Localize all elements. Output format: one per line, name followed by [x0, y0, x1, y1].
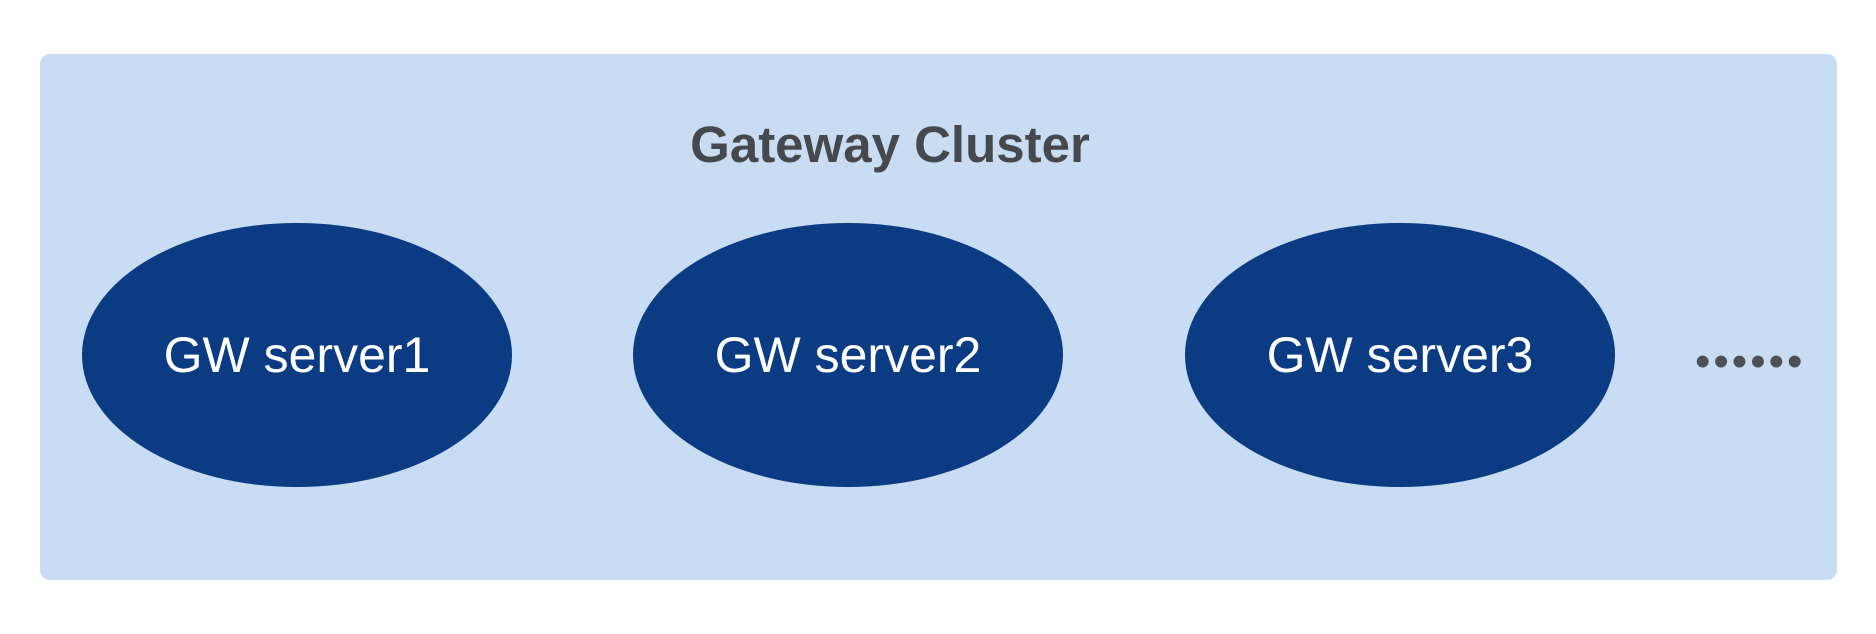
gw-server3-label: GW server3: [1266, 327, 1534, 383]
gw-server3-node: GW server3: [1185, 223, 1615, 487]
gw-server2-node: GW server2: [633, 223, 1063, 487]
gw-server2-label: GW server2: [714, 327, 982, 383]
more-servers-ellipsis-icon: ••••••: [1695, 337, 1806, 386]
gateway-cluster-title: Gateway Cluster: [690, 116, 1090, 173]
gw-server1-node: GW server1: [82, 223, 512, 487]
gateway-cluster-panel: Gateway Cluster GW server1 GW server2 GW…: [40, 54, 1837, 580]
gw-server1-label: GW server1: [163, 327, 431, 383]
